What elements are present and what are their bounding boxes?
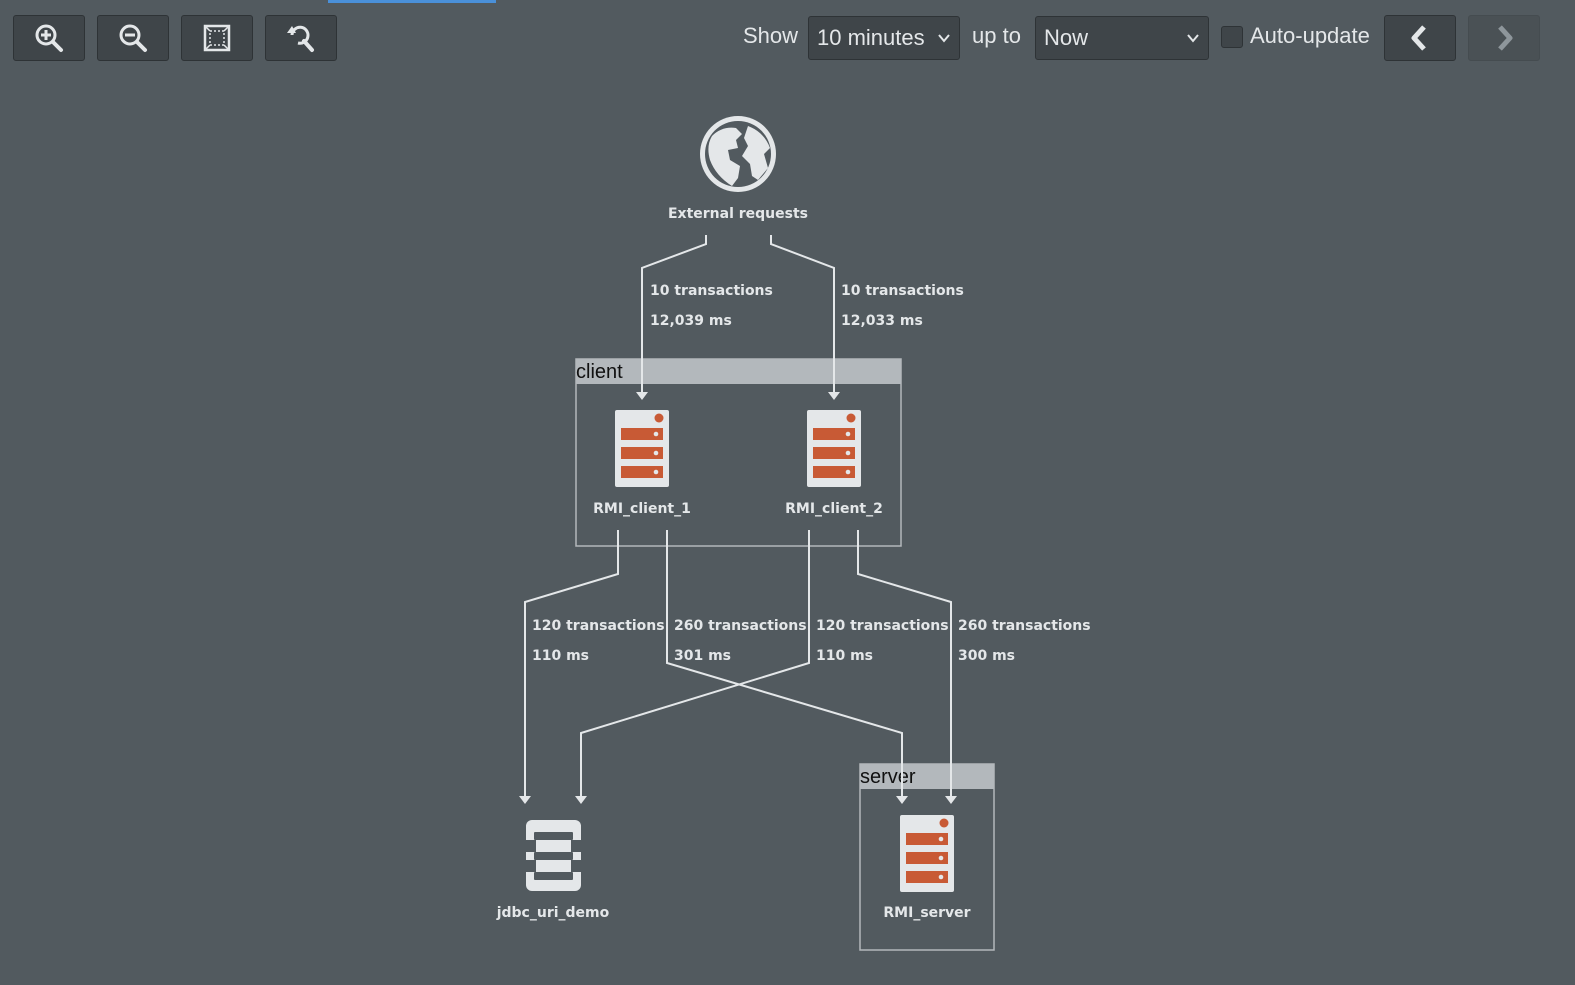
group-title-client: client xyxy=(576,361,623,383)
node-jdbc-uri-demo[interactable]: jdbc_uri_demo xyxy=(496,820,610,921)
chevron-left-icon xyxy=(1411,25,1426,51)
edge-external-to-client2[interactable] xyxy=(770,235,835,393)
zoom-out-button[interactable] xyxy=(97,15,169,61)
edge-label-count: 260 transactions xyxy=(958,618,1091,634)
auto-update-checkbox[interactable] xyxy=(1221,26,1243,48)
edge-label-time: 12,033 ms xyxy=(841,313,923,329)
chevron-right-icon xyxy=(1498,25,1513,51)
node-label: RMI_server xyxy=(883,905,970,921)
end-time-value: Now xyxy=(1044,25,1089,50)
active-tab-indicator xyxy=(328,0,496,3)
edge-label-count: 10 transactions xyxy=(650,283,773,299)
edge-label-count: 260 transactions xyxy=(674,618,807,634)
end-time-select[interactable]: Now xyxy=(1035,16,1209,60)
server-icon xyxy=(615,410,669,487)
edge-label-count: 120 transactions xyxy=(816,618,949,634)
edge-arrowheads xyxy=(519,392,957,804)
zoom-out-icon xyxy=(119,24,147,52)
globe-icon xyxy=(700,116,776,192)
edge-label-time: 110 ms xyxy=(816,648,873,664)
edge-label-count: 120 transactions xyxy=(532,618,665,634)
server-icon xyxy=(900,815,954,892)
group-client[interactable]: client xyxy=(575,358,902,547)
zoom-in-button[interactable] xyxy=(13,15,85,61)
node-external-requests[interactable]: External requests xyxy=(668,116,808,222)
node-label: RMI_client_2 xyxy=(785,501,883,517)
chevron-down-icon xyxy=(938,34,950,43)
edge-external-to-client1[interactable] xyxy=(641,235,707,393)
node-label: jdbc_uri_demo xyxy=(496,905,610,921)
fit-to-screen-button[interactable] xyxy=(181,15,253,61)
node-rmi-client-2[interactable]: RMI_client_2 xyxy=(785,410,883,517)
reset-zoom-icon xyxy=(287,25,314,52)
node-label: RMI_client_1 xyxy=(593,501,691,517)
database-icon xyxy=(526,820,581,891)
edge-client2-to-server[interactable] xyxy=(857,530,952,797)
time-range-value: 10 minutes xyxy=(817,25,925,50)
auto-update-label[interactable]: Auto-update xyxy=(1250,23,1370,48)
edge-client2-to-db[interactable] xyxy=(580,530,810,797)
edge-label-time: 110 ms xyxy=(532,648,589,664)
up-to-label: up to xyxy=(972,23,1021,48)
edge-label-time: 12,039 ms xyxy=(650,313,732,329)
show-label: Show xyxy=(743,23,799,48)
edge-label-count: 10 transactions xyxy=(841,283,964,299)
node-rmi-client-1[interactable]: RMI_client_1 xyxy=(593,410,691,517)
edge-label-time: 301 ms xyxy=(674,648,731,664)
edge-label-time: 300 ms xyxy=(958,648,1015,664)
reset-zoom-button[interactable] xyxy=(265,15,337,61)
server-icon xyxy=(807,410,861,487)
node-label: External requests xyxy=(668,206,808,222)
next-button[interactable] xyxy=(1468,15,1540,61)
previous-button[interactable] xyxy=(1384,15,1456,61)
node-rmi-server[interactable]: RMI_server xyxy=(883,815,971,921)
edge-client1-to-db[interactable] xyxy=(524,530,619,797)
chevron-down-icon xyxy=(1187,34,1199,43)
time-range-select[interactable]: 10 minutes xyxy=(808,16,960,60)
group-title-server: server xyxy=(860,766,916,788)
edge-client1-to-server[interactable] xyxy=(666,530,903,797)
zoom-in-icon xyxy=(35,24,63,52)
fit-to-screen-icon xyxy=(203,24,231,52)
